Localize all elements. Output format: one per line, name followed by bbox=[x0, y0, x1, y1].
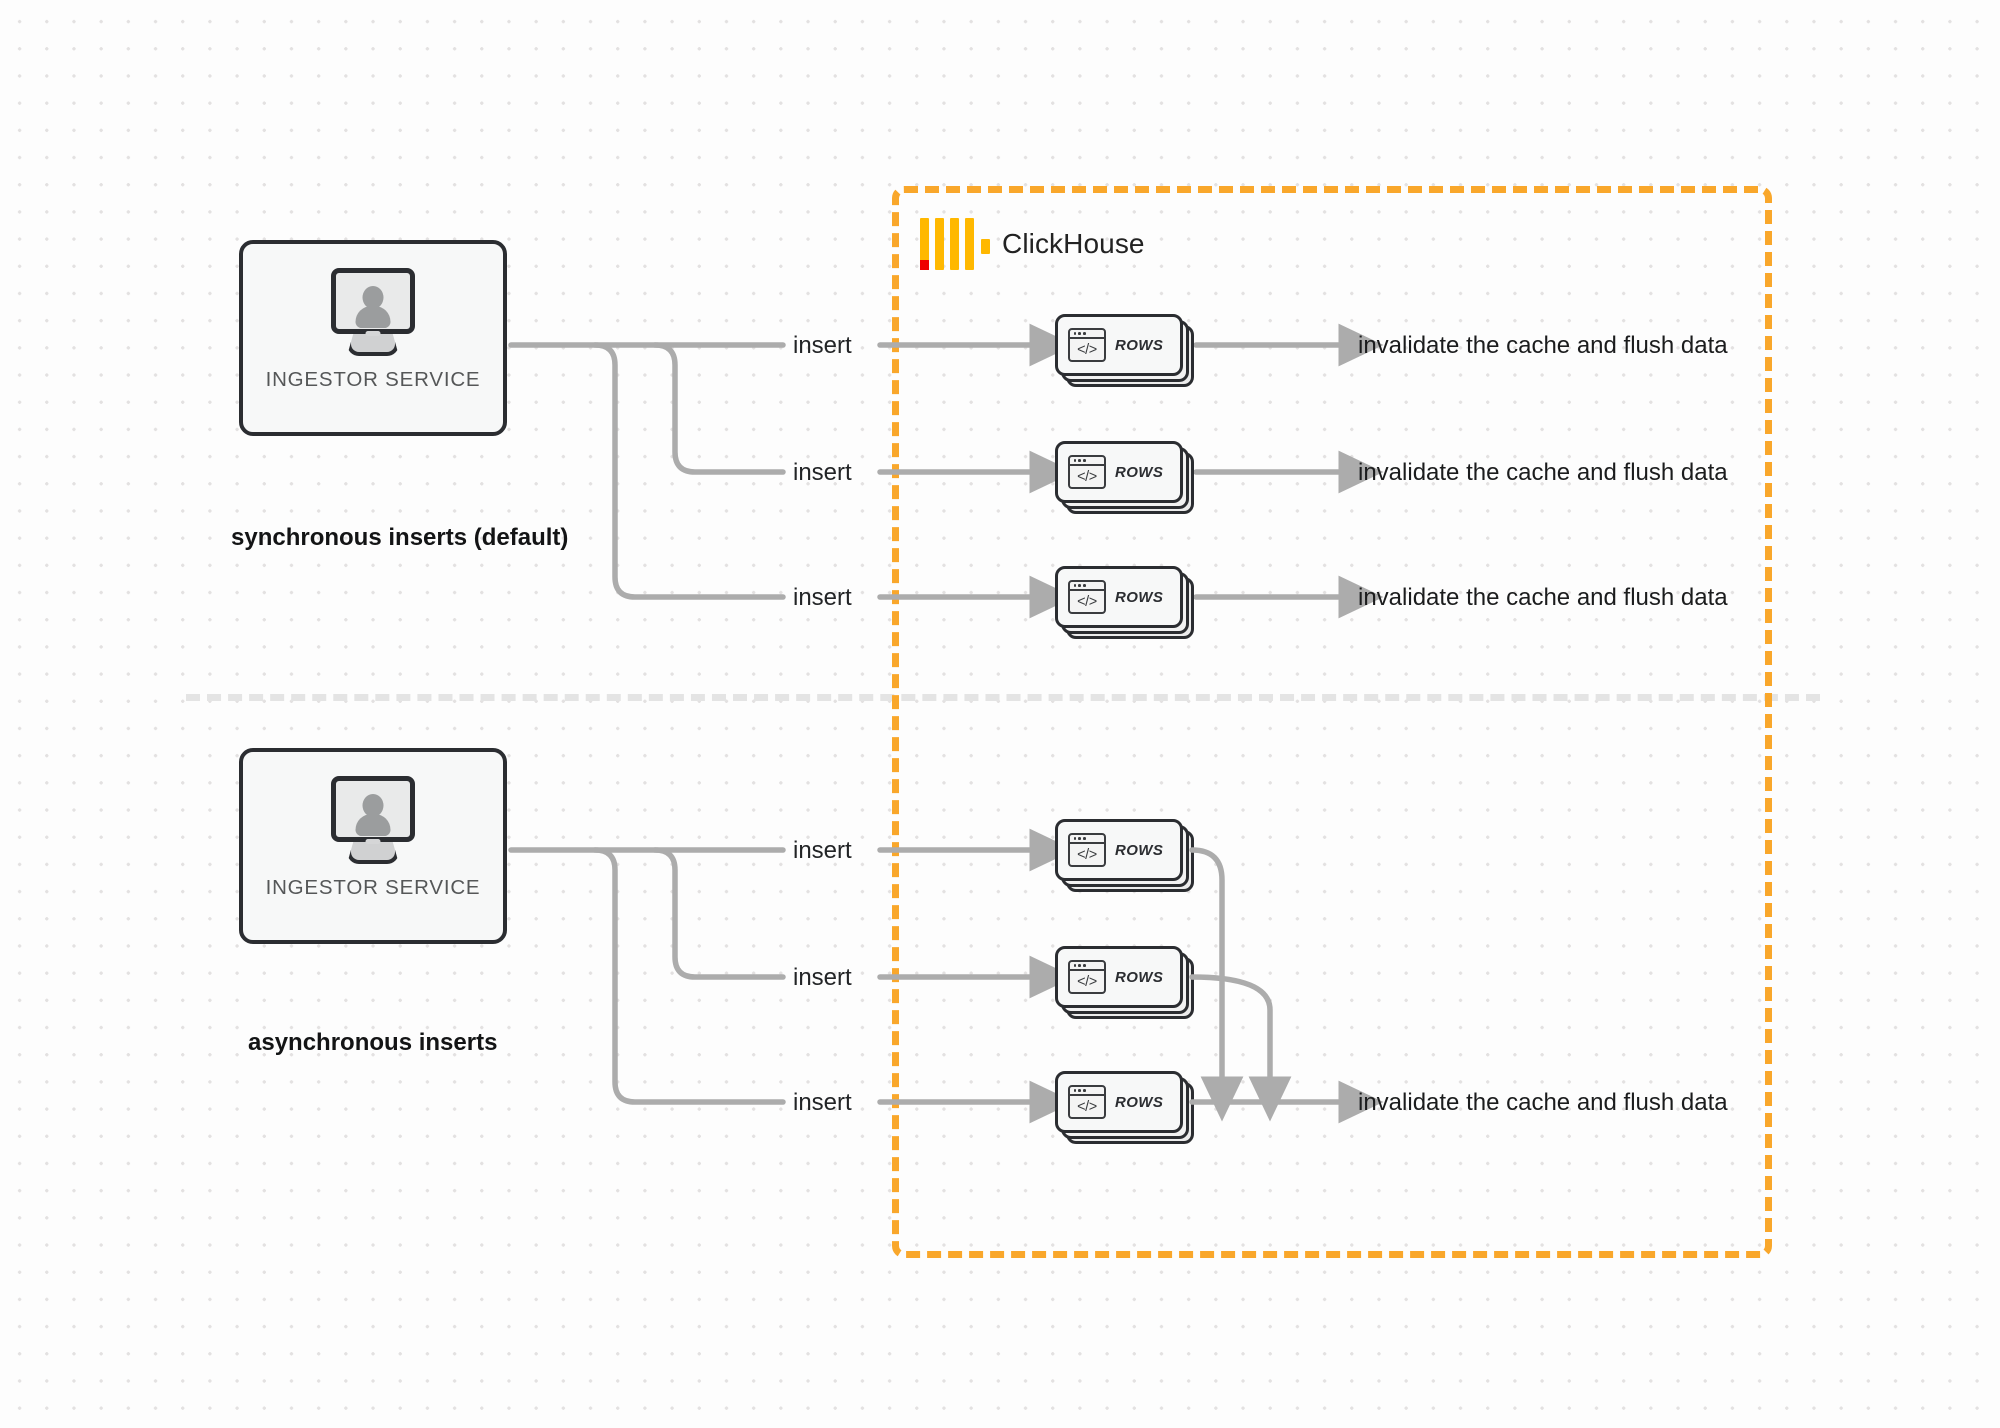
code-glyph: </> bbox=[1077, 342, 1097, 358]
code-window-icon: </> bbox=[1068, 833, 1106, 867]
rows-card-async-3[interactable]: </> ROWS bbox=[1055, 1071, 1194, 1144]
rows-card-sync-2[interactable]: </> ROWS bbox=[1055, 441, 1194, 514]
insert-label-sync-1: insert bbox=[793, 332, 852, 359]
monitor-user-icon bbox=[325, 268, 421, 356]
rows-card-label: ROWS bbox=[1115, 841, 1164, 859]
insert-label-sync-3: insert bbox=[793, 584, 852, 611]
code-window-icon: </> bbox=[1068, 455, 1106, 489]
code-glyph: </> bbox=[1077, 974, 1097, 990]
insert-label-async-1: insert bbox=[793, 837, 852, 864]
result-label-async: invalidate the cache and flush data bbox=[1358, 1089, 1728, 1116]
rows-card-sync-3[interactable]: </> ROWS bbox=[1055, 566, 1194, 639]
rows-card-label: ROWS bbox=[1115, 1093, 1164, 1111]
rows-card-label: ROWS bbox=[1115, 336, 1164, 354]
insert-label-sync-2: insert bbox=[793, 459, 852, 486]
code-window-icon: </> bbox=[1068, 580, 1106, 614]
mode-label-asynchronous: asynchronous inserts bbox=[248, 1029, 498, 1056]
result-label-sync-3: invalidate the cache and flush data bbox=[1358, 584, 1728, 611]
rows-card-label: ROWS bbox=[1115, 588, 1164, 606]
code-window-icon: </> bbox=[1068, 960, 1106, 994]
ingestor-service-label: INGESTOR SERVICE bbox=[265, 368, 481, 391]
monitor-user-icon bbox=[325, 776, 421, 864]
code-glyph: </> bbox=[1077, 1099, 1097, 1115]
insert-label-async-3: insert bbox=[793, 1089, 852, 1116]
code-glyph: </> bbox=[1077, 594, 1097, 610]
rows-card-label: ROWS bbox=[1115, 463, 1164, 481]
mode-label-synchronous: synchronous inserts (default) bbox=[231, 524, 569, 551]
result-label-sync-2: invalidate the cache and flush data bbox=[1358, 459, 1728, 486]
clickhouse-logo-icon bbox=[920, 218, 990, 270]
rows-card-async-2[interactable]: </> ROWS bbox=[1055, 946, 1194, 1019]
clickhouse-label: ClickHouse bbox=[1002, 228, 1145, 259]
clickhouse-brand: ClickHouse bbox=[920, 218, 1145, 270]
code-window-icon: </> bbox=[1068, 328, 1106, 362]
section-divider bbox=[186, 694, 1820, 701]
result-label-sync-1: invalidate the cache and flush data bbox=[1358, 332, 1728, 359]
ingestor-service-label: INGESTOR SERVICE bbox=[265, 876, 481, 899]
ingestor-service-async[interactable]: INGESTOR SERVICE bbox=[239, 748, 507, 944]
rows-card-sync-1[interactable]: </> ROWS bbox=[1055, 314, 1194, 387]
rows-card-async-1[interactable]: </> ROWS bbox=[1055, 819, 1194, 892]
ingestor-service-sync[interactable]: INGESTOR SERVICE bbox=[239, 240, 507, 436]
insert-label-async-2: insert bbox=[793, 964, 852, 991]
code-window-icon: </> bbox=[1068, 1085, 1106, 1119]
rows-card-label: ROWS bbox=[1115, 968, 1164, 986]
code-glyph: </> bbox=[1077, 469, 1097, 485]
code-glyph: </> bbox=[1077, 847, 1097, 863]
